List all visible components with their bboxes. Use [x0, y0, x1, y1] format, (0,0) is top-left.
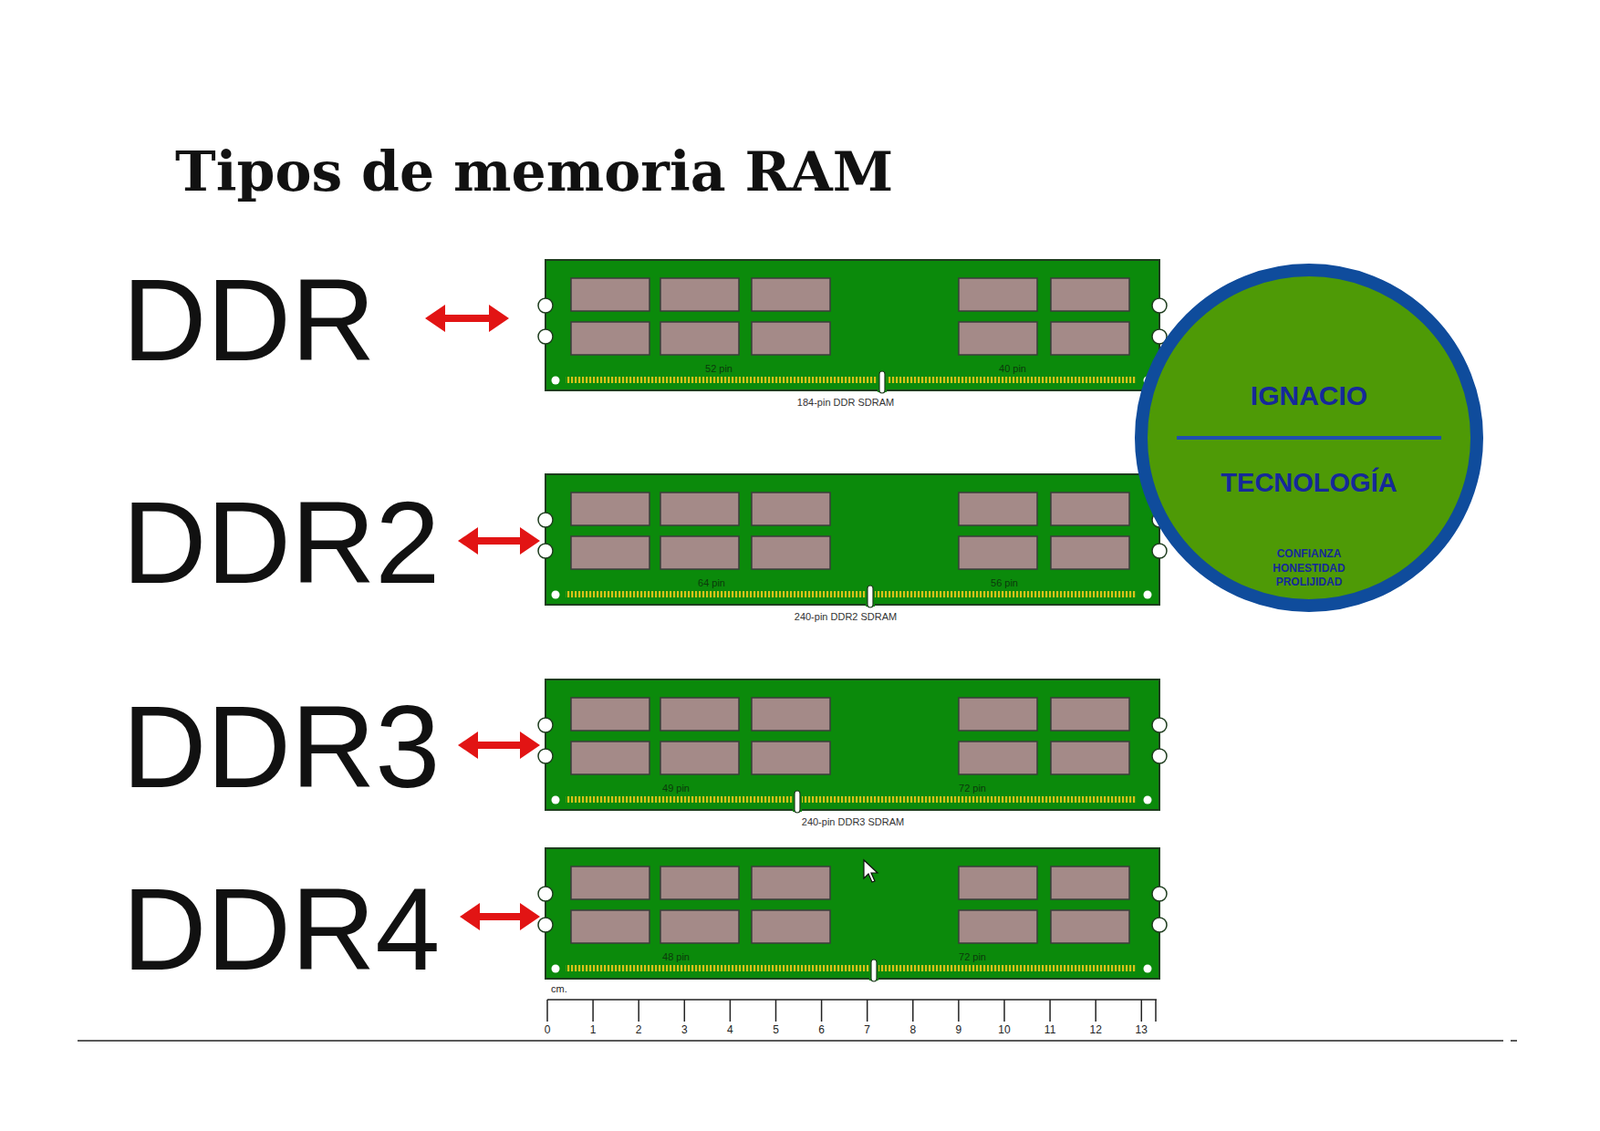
key-notch [867, 585, 873, 608]
module-body [538, 259, 1167, 391]
double-arrow [425, 304, 510, 333]
ruler-number: 13 [1135, 1024, 1148, 1036]
module-caption: 240-pin DDR2 SDRAM [794, 612, 897, 623]
ruler-number: 7 [863, 1024, 871, 1036]
ruler-number: 10 [997, 1024, 1010, 1036]
pin-count: 52 pin [705, 363, 733, 375]
memory-type: DDR3 [122, 688, 441, 806]
bottom-dash [1510, 1039, 1517, 1042]
bottom-rule [77, 1039, 1504, 1042]
logo-text: TECNOLOGÍA [1220, 469, 1397, 497]
logo-disc [1141, 270, 1477, 606]
logo-outline [1133, 262, 1485, 613]
logo-circle: IGNACIO TECNOLOGÍA CONFIANZA HONESTIDAD PR… [1133, 262, 1485, 613]
ddr4-module [538, 848, 1167, 982]
pin-count: 72 pin [958, 952, 987, 963]
ruler-number: 6 [818, 1024, 825, 1036]
logo-motto: CONFIANZA HONESTIDAD PROLIJIDAD [1272, 547, 1345, 591]
ruler-number: 1 [590, 1024, 597, 1036]
ram-module: 48 pin 72 pin [545, 848, 1160, 979]
key-notch [794, 790, 800, 813]
pin-count: 40 pin [998, 363, 1027, 375]
logo-divider [1176, 436, 1442, 440]
module-caption: 240-pin DDR3 SDRAM [801, 817, 904, 828]
ruler-unit: cm. [550, 984, 568, 995]
module-body [538, 474, 1167, 605]
ruler-number: 5 [772, 1024, 780, 1036]
memory-type: DDR4 [122, 871, 441, 988]
ruler-number: 2 [635, 1024, 643, 1036]
key-notch [871, 959, 877, 982]
page-title: Tipos de memoria RAM [175, 138, 894, 205]
logo-text: IGNACIO [1250, 382, 1368, 410]
key-notch [879, 371, 885, 394]
double-arrow [459, 903, 541, 931]
ddr-module [538, 259, 1167, 394]
pin-count: 48 pin [662, 952, 690, 963]
ruler-number: 4 [727, 1024, 734, 1036]
module-body [538, 848, 1167, 979]
ruler-number: 11 [1044, 1024, 1056, 1036]
pin-count: 49 pin [662, 783, 690, 794]
ruler-number: 0 [544, 1024, 551, 1036]
pin-count: 64 pin [697, 578, 726, 589]
ruler-number: 9 [955, 1024, 963, 1036]
module-body [538, 679, 1167, 811]
ruler-number: 8 [909, 1024, 916, 1036]
double-arrows [425, 304, 541, 931]
ruler-number: 12 [1090, 1024, 1102, 1036]
ddr2-module [538, 474, 1167, 608]
module-caption: 184-pin DDR SDRAM [797, 397, 894, 408]
double-arrow [457, 527, 541, 555]
pin-count: 72 pin [958, 783, 987, 794]
ddr3-module [538, 679, 1167, 813]
double-arrow [457, 731, 541, 759]
pin-count: 56 pin [990, 578, 1019, 589]
memory-type: DDR2 [122, 484, 441, 602]
ruler [547, 999, 1157, 1022]
ram-module: 64 pin56 pin240-pin DDR2 SDRAM [545, 474, 1160, 605]
mouse-cursor [863, 860, 878, 883]
ruler-number: 3 [681, 1024, 688, 1036]
ram-module: 49 pin72 pin240-pin DDR3 SDRAM [545, 679, 1160, 811]
ram-module: 52 pin40 pin184-pin DDR SDRAM [545, 259, 1160, 391]
memory-type: DDR [122, 261, 375, 379]
